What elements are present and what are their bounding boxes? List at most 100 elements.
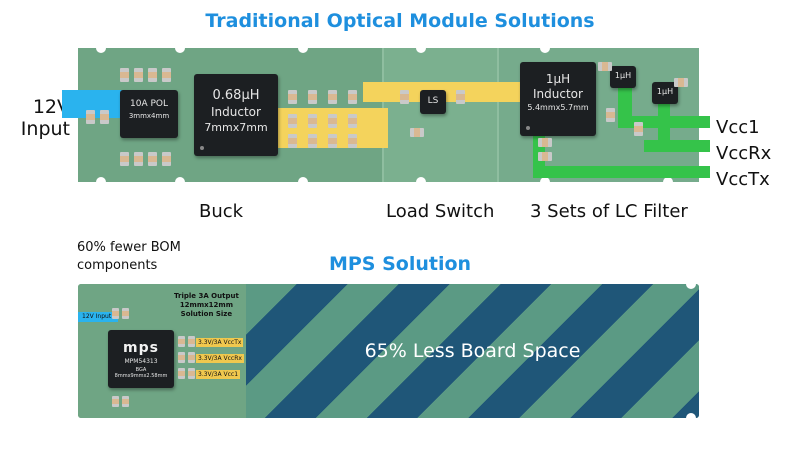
capacitor [410, 128, 424, 137]
capacitor [120, 68, 129, 82]
capacitor [348, 134, 357, 148]
section-label-lc-filter: 3 Sets of LC Filter [530, 201, 688, 222]
board-hole [298, 177, 308, 187]
chip-label: 10A POL [130, 99, 168, 109]
capacitor [328, 90, 337, 104]
board-hole [686, 413, 696, 418]
board-hole [175, 177, 185, 187]
inductor-1uh: 1µH Inductor 5.4mmx5.7mm [520, 62, 596, 136]
capacitor [308, 114, 317, 128]
capacitor [328, 134, 337, 148]
traditional-title: Traditional Optical Module Solutions [205, 10, 595, 32]
chip-label: Inductor [533, 87, 583, 101]
bom-note: 60% fewer BOM components [77, 240, 181, 273]
capacitor [188, 336, 195, 347]
chip-label: Inductor [211, 105, 261, 119]
capacitor [178, 336, 185, 347]
capacitor [86, 110, 95, 124]
board-hole [175, 43, 185, 53]
pin1-dot [200, 146, 204, 150]
capacitor [120, 152, 129, 166]
capacitor [148, 68, 157, 82]
output-label-vcctx: VccTx [716, 169, 770, 190]
section-label-load-switch: Load Switch [386, 201, 495, 222]
mps-title: MPS Solution [328, 253, 472, 275]
chip-label: 3mmx4mm [128, 112, 170, 120]
input-trace [78, 312, 118, 322]
section-label-buck: Buck [199, 201, 244, 222]
capacitor [606, 108, 615, 122]
output-tag-vcc1: 3.3V/3A Vcc1 [196, 370, 241, 379]
solution-size-caption: Triple 3A Output 12mmx12mm Solution Size [174, 292, 239, 318]
chip-label: BGA [135, 367, 147, 373]
output-tag-vcctx: 3.3V/3A VccTx [196, 338, 244, 347]
output-label-vccrx: VccRx [716, 143, 772, 164]
chip-label: 1µH [656, 87, 674, 96]
load-switch-section [383, 48, 498, 182]
pin1-dot [526, 126, 530, 130]
board-hole [416, 177, 426, 187]
capacitor [122, 308, 129, 319]
chip-label: LS [427, 96, 439, 106]
board-hole [686, 284, 696, 289]
capacitor [348, 114, 357, 128]
mps-board: Triple 3A Output 12mmx12mm Solution Size… [78, 284, 699, 418]
board-hole [416, 43, 426, 53]
small-inductor: 1µH [610, 66, 636, 88]
filter-trace [618, 88, 632, 128]
capacitor [308, 90, 317, 104]
output-tag-vccrx: 3.3V/3A VccRx [196, 354, 244, 363]
vccrx-trace [644, 140, 710, 152]
board-hole [540, 43, 550, 53]
capacitor [162, 152, 171, 166]
chip-label: 0.68µH [212, 88, 260, 103]
capacitor [400, 90, 409, 104]
pol-regulator-chip: 10A POL 3mmx4mm [120, 90, 178, 138]
capacitor [162, 68, 171, 82]
mps-logo: mps [123, 340, 159, 356]
section-divider [497, 48, 499, 182]
capacitor [288, 114, 297, 128]
capacitor [178, 352, 185, 363]
capacitor [134, 152, 143, 166]
capacitor [674, 78, 688, 87]
filter-trace [658, 104, 670, 152]
vcctx-trace [533, 166, 710, 178]
traditional-board: 10A POL 3mmx4mm 0.68µH Inductor 7mmx7mm … [62, 43, 710, 187]
capacitor [598, 62, 612, 71]
capacitor [112, 396, 119, 407]
chip-label: 1µH [545, 72, 571, 86]
chip-label: 8mmx9mmx2.58mm [114, 373, 168, 379]
board-space-text: 65% Less Board Space [364, 340, 581, 362]
capacitor [538, 152, 552, 161]
input-tag: 12V Input [82, 313, 112, 320]
capacitor [100, 110, 109, 124]
capacitor [538, 138, 552, 147]
board-hole [96, 43, 106, 53]
capacitor [308, 134, 317, 148]
capacitor [112, 308, 119, 319]
capacitor [288, 134, 297, 148]
board-hole [663, 177, 673, 187]
capacitor [634, 122, 643, 136]
board-hole [96, 177, 106, 187]
capacitor [188, 368, 195, 379]
small-inductor: 1µH [652, 82, 678, 104]
load-switch-chip: LS [420, 90, 446, 114]
capacitor [456, 90, 465, 104]
chip-label: 1µH [614, 71, 632, 80]
chip-label: 5.4mmx5.7mm [527, 103, 589, 112]
capacitor [348, 90, 357, 104]
capacitor [288, 90, 297, 104]
output-label-vcc1: Vcc1 [716, 117, 760, 138]
capacitor [134, 68, 143, 82]
capacitor [178, 368, 185, 379]
capacitor [148, 152, 157, 166]
input-label: 12V Input [20, 96, 70, 140]
capacitor [122, 396, 129, 407]
board-hole [540, 177, 550, 187]
chip-label: MPM54313 [124, 358, 158, 365]
capacitor [188, 352, 195, 363]
board-hole [298, 43, 308, 53]
capacitor [328, 114, 337, 128]
